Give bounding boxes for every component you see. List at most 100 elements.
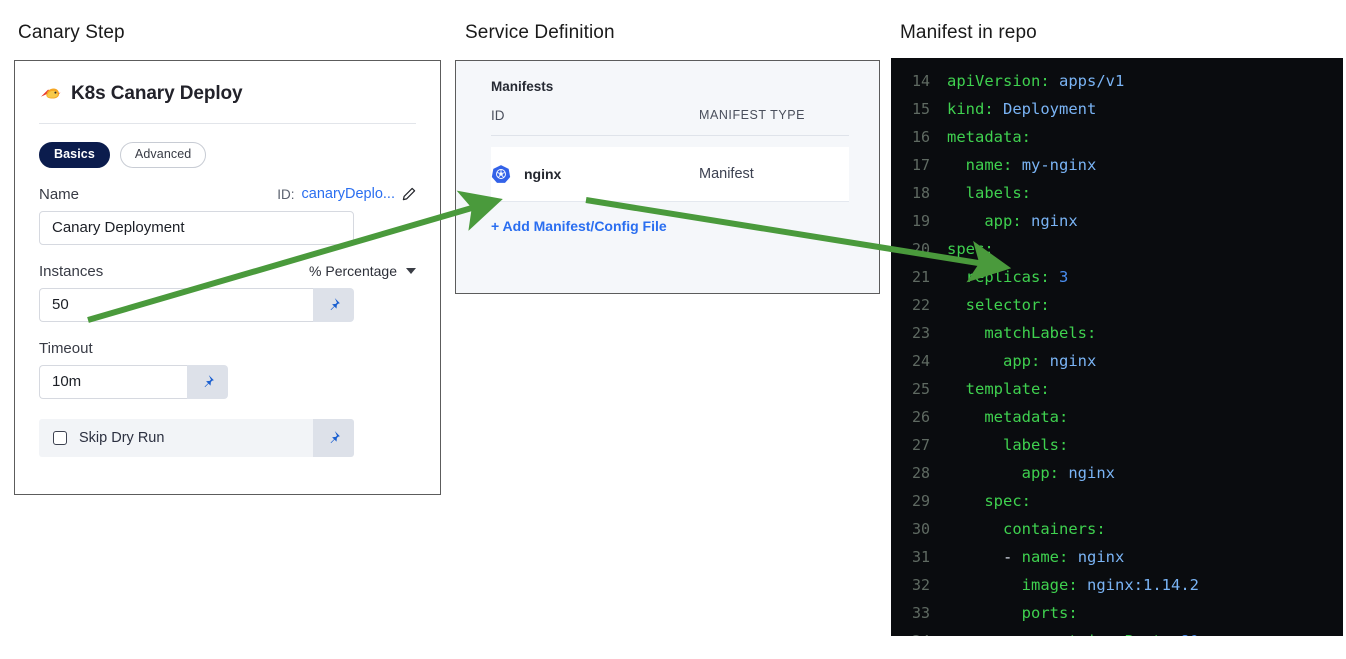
instances-pin-button[interactable]: [313, 287, 354, 322]
code-line: 27 labels:: [891, 431, 1343, 459]
line-number: 31: [911, 548, 930, 566]
caption-service-definition: Service Definition: [465, 22, 615, 43]
caption-manifest-in-repo: Manifest in repo: [900, 22, 1037, 43]
code-line: 33 ports:: [891, 599, 1343, 627]
line-number: 32: [911, 576, 930, 594]
line-number: 30: [911, 520, 930, 538]
line-number: 33: [911, 604, 930, 622]
canary-bird-icon: [39, 84, 61, 104]
manifest-id-text: nginx: [524, 166, 562, 182]
line-number: 20: [911, 240, 930, 258]
code-content: replicas: 3: [965, 268, 1069, 286]
code-content: spec:: [984, 492, 1031, 510]
code-content: - containerPort: 80: [947, 632, 1199, 636]
instance-unit-value: % Percentage: [309, 263, 397, 279]
skip-dry-run-row: Skip Dry Run: [39, 418, 354, 457]
name-input-row: Canary Deployment: [39, 210, 416, 245]
code-content: app: nginx: [1003, 352, 1097, 370]
step-id-value[interactable]: canaryDeplo...: [301, 186, 396, 202]
service-definition-card: Manifests ID MANIFEST TYPE: [455, 60, 880, 294]
code-line: 14 apiVersion: apps/v1: [891, 67, 1343, 95]
code-line: 17 name: my-nginx: [891, 151, 1343, 179]
code-content: ports:: [1021, 604, 1078, 622]
skip-dry-run-toggle[interactable]: Skip Dry Run: [39, 418, 313, 457]
card-header: K8s Canary Deploy: [15, 61, 440, 105]
step-id-prefix: ID:: [277, 186, 295, 202]
code-content: metadata:: [947, 128, 1031, 146]
skip-dry-run-pin-button[interactable]: [313, 418, 354, 457]
line-number: 21: [911, 268, 930, 286]
timeout-label-row: Timeout: [39, 340, 416, 357]
card-title: K8s Canary Deploy: [71, 83, 243, 104]
timeout-pin-button[interactable]: [187, 364, 228, 399]
add-manifest-config-file-link[interactable]: + Add Manifest/Config File: [491, 218, 667, 234]
line-number: 34: [891, 632, 947, 636]
instance-unit-dropdown[interactable]: % Percentage: [309, 263, 416, 279]
code-line: 21 replicas: 3: [891, 263, 1343, 291]
code-content: name: my-nginx: [965, 156, 1097, 174]
instances-input[interactable]: 50: [39, 287, 313, 322]
code-line: 26 metadata:: [891, 403, 1343, 431]
code-line: 16 metadata:: [891, 123, 1343, 151]
manifest-type-cell: Manifest: [699, 166, 754, 182]
code-line: 25 template:: [891, 375, 1343, 403]
line-number: 15: [911, 100, 930, 118]
code-content: labels:: [965, 184, 1031, 202]
instances-label: Instances: [39, 262, 104, 280]
step-id-group: ID: canaryDeplo...: [277, 186, 416, 202]
code-content: metadata:: [984, 408, 1069, 426]
code-line: 29 spec:: [891, 487, 1343, 515]
code-content: containers:: [1003, 520, 1106, 538]
line-number: 17: [911, 156, 930, 174]
line-number: 28: [911, 464, 930, 482]
name-label-row: Name ID: canaryDeplo...: [39, 186, 416, 203]
line-number: 19: [911, 212, 930, 230]
column-header-manifest-type: MANIFEST TYPE: [699, 108, 806, 122]
name-input[interactable]: Canary Deployment: [39, 210, 354, 245]
manifests-section-title: Manifests: [491, 79, 554, 94]
name-label: Name: [39, 185, 80, 203]
line-number: 22: [911, 296, 930, 314]
skip-dry-run-checkbox[interactable]: [53, 430, 67, 445]
code-line: 34 - containerPort: 80: [891, 627, 1343, 636]
line-number: 27: [911, 436, 930, 454]
table-row[interactable]: nginx Manifest: [491, 147, 849, 202]
code-line: 30 containers:: [891, 515, 1343, 543]
line-number: 23: [911, 324, 930, 342]
code-line: 15 kind: Deployment: [891, 95, 1343, 123]
timeout-input[interactable]: 10m: [39, 364, 187, 399]
timeout-input-row: 10m: [39, 364, 416, 399]
instances-label-row: Instances % Percentage: [39, 263, 416, 280]
manifests-table-header: ID MANIFEST TYPE: [456, 94, 879, 123]
line-number: 18: [911, 184, 930, 202]
code-line: 32 image: nginx:1.14.2: [891, 571, 1343, 599]
line-number: 25: [911, 380, 930, 398]
line-number: 16: [911, 128, 930, 146]
code-content: matchLabels:: [984, 324, 1097, 342]
table-header-divider: [491, 135, 849, 136]
tab-group: Basics Advanced: [15, 124, 440, 168]
code-line: 23 matchLabels:: [891, 319, 1343, 347]
chevron-down-icon: [406, 268, 416, 274]
code-content: kind: Deployment: [947, 100, 1097, 118]
code-line: 18 labels:: [891, 179, 1343, 207]
code-content: apiVersion: apps/v1: [947, 72, 1125, 90]
column-header-id: ID: [491, 108, 505, 123]
line-number: 14: [911, 72, 930, 90]
code-line: 19 app: nginx: [891, 207, 1343, 235]
caption-canary-step: Canary Step: [18, 22, 125, 43]
line-number: 24: [911, 352, 930, 370]
code-content: - name: nginx: [1003, 548, 1125, 566]
tab-basics[interactable]: Basics: [39, 142, 110, 168]
code-line: 22 selector:: [891, 291, 1343, 319]
canary-step-card: K8s Canary Deploy Basics Advanced Name I…: [14, 60, 441, 495]
pencil-icon[interactable]: [402, 187, 416, 201]
line-number: 26: [911, 408, 930, 426]
manifest-id-cell: nginx: [491, 164, 699, 184]
code-line: 24 app: nginx: [891, 347, 1343, 375]
code-line: 28 app: nginx: [891, 459, 1343, 487]
tab-advanced[interactable]: Advanced: [119, 142, 207, 168]
kubernetes-icon: [491, 164, 511, 184]
